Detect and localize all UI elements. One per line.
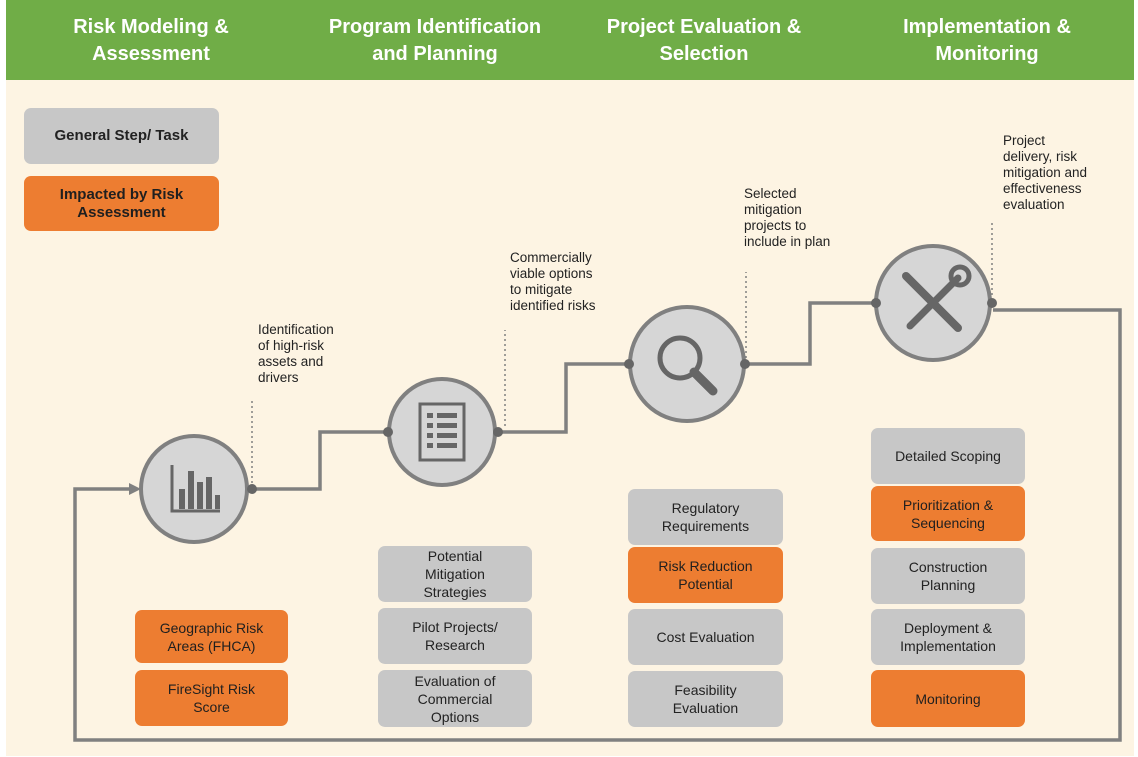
return-arrowhead [129,483,141,495]
magnifier-icon [628,305,746,423]
task-potential-mitigation-strategies: Potential Mitigation Strategies [378,546,532,602]
task-evaluation-commercial-options: Evaluation of Commercial Options [378,670,532,727]
connector-dot [871,298,881,308]
phase-title-program-identification: Program Identification and Planning [328,16,542,65]
legend-impacted-by-risk: Impacted by Risk Assessment [24,176,219,231]
task-cost-evaluation: Cost Evaluation [628,609,783,665]
annotation-identification: Identification of high-risk assets and d… [258,322,334,385]
connector-dot [740,359,750,369]
staircase-connector [744,301,875,366]
phase-header-bar [6,0,1134,80]
tools-icon [874,244,992,362]
return-loop-line [73,308,1122,742]
task-feasibility-evaluation: Feasibility Evaluation [628,671,783,727]
annotation-selected-projects: Selected mitigation projects to include … [744,186,831,249]
phase-title-risk-modeling: Risk Modeling & Assessment [73,16,229,65]
phase-title-project-evaluation: Project Evaluation & Selection [606,16,802,65]
connector-dot [624,359,634,369]
annotation-project-delivery: Project delivery, risk mitigation and ef… [1003,133,1088,212]
task-firesight-risk-score: FireSight Risk Score [135,670,288,726]
task-geographic-risk-areas: Geographic Risk Areas (FHCA) [135,610,288,663]
task-construction-planning: Construction Planning [871,548,1025,604]
connector-dot [493,427,503,437]
task-monitoring: Monitoring [871,670,1025,727]
task-deployment-implementation: Deployment & Implementation [871,609,1025,665]
connector-dot [383,427,393,437]
task-regulatory-requirements: Regulatory Requirements [628,489,783,545]
legend-general-step: General Step/ Task [24,108,219,164]
connector-dot [987,298,997,308]
task-risk-reduction-potential: Risk Reduction Potential [628,547,783,603]
task-pilot-projects: Pilot Projects/ Research [378,608,532,664]
task-prioritization-sequencing: Prioritization & Sequencing [871,486,1025,541]
checklist-icon [387,377,497,487]
staircase-connector [251,430,391,491]
phase-title-implementation: Implementation & Monitoring [903,16,1071,65]
staircase-connector [499,362,630,434]
task-detailed-scoping: Detailed Scoping [871,428,1025,484]
annotation-commercial-options: Commercially viable options to mitigate … [510,250,596,313]
connector-dot [247,484,257,494]
bar-chart-icon [139,434,249,544]
